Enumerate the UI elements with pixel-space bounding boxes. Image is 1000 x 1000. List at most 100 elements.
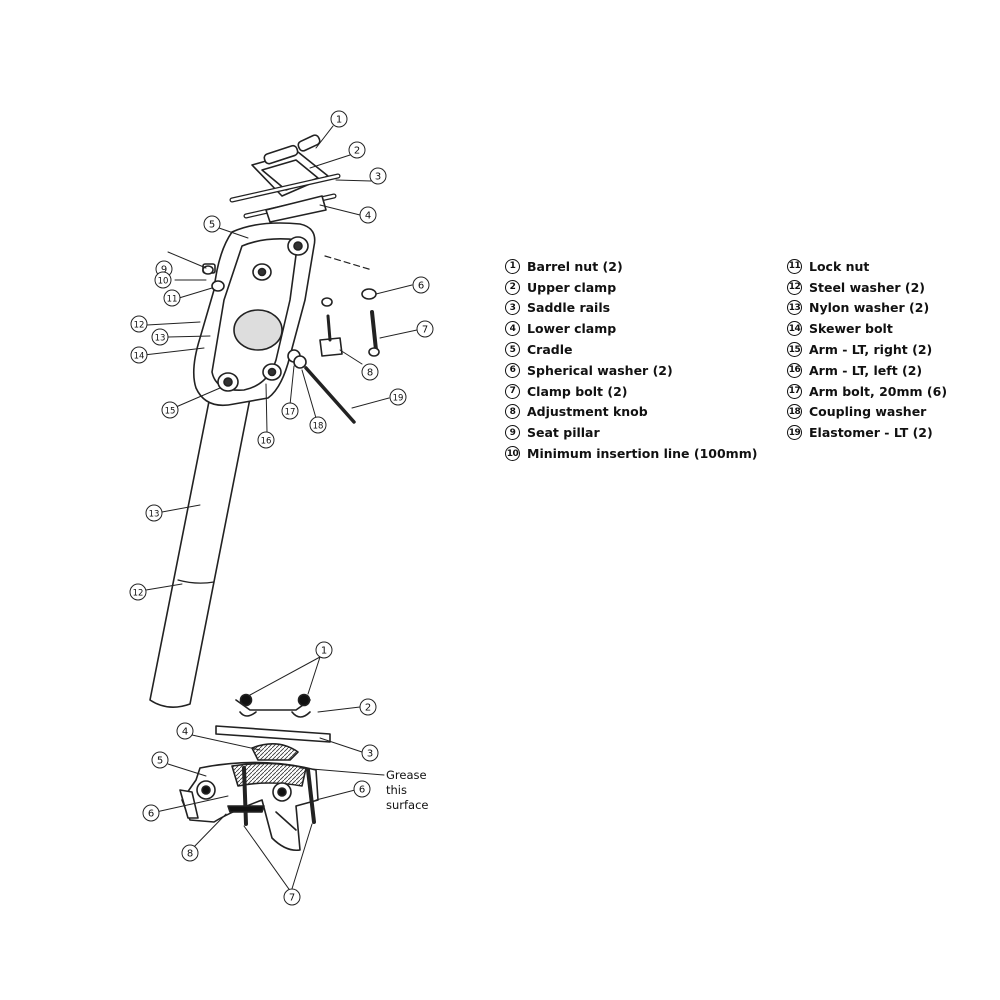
legend-label: Lock nut (809, 258, 870, 274)
callout-number: 7 (289, 893, 295, 904)
callout-circle (151, 751, 169, 769)
cradle-drawing (192, 222, 316, 407)
legend-number: 12 (787, 279, 802, 295)
legend-label: Arm - LT, left (2) (809, 362, 923, 378)
callout-number: 6 (148, 809, 154, 820)
legend-label: Spherical washer (2) (527, 362, 673, 378)
callout-circle (151, 328, 169, 346)
legend-item: 18 Coupling washer (787, 402, 947, 423)
legend-label: Seat pillar (527, 425, 600, 441)
callout-number: 13 (155, 334, 166, 344)
callout-number: 5 (157, 756, 163, 767)
legend-item: 9 Seat pillar (505, 422, 757, 443)
callout-circle (181, 844, 199, 862)
legend-item: 16 Arm - LT, left (2) (787, 360, 947, 381)
callout-circle (309, 416, 327, 434)
legend-item: 12 Steel washer (2) (787, 277, 947, 298)
legend-label: Cradle (527, 342, 573, 358)
leader-lines-top (143, 125, 418, 591)
callout-number: 12 (134, 321, 145, 331)
legend-item: 6 Spherical washer (2) (505, 360, 757, 381)
legend-number: 10 (505, 446, 520, 462)
legend-number: 19 (787, 425, 802, 441)
callout-circle (130, 346, 148, 364)
callout-circle (412, 276, 430, 294)
callout-circle (161, 401, 179, 419)
callout-circle (361, 363, 379, 381)
legend-number: 3 (505, 300, 520, 316)
callout-number: 6 (359, 785, 365, 796)
legend-label: Barrel nut (2) (527, 258, 623, 274)
callout-circle (203, 215, 221, 233)
callout-number: 18 (313, 422, 324, 432)
grease-note: Grease this surface (386, 768, 446, 813)
callout-number: 3 (375, 172, 381, 183)
callout-number: 14 (134, 352, 145, 362)
callout-circle (257, 431, 275, 449)
legend-number: 4 (505, 321, 520, 337)
legend-number: 9 (505, 425, 520, 441)
callout-circle (389, 388, 407, 406)
legend-label: Saddle rails (527, 300, 611, 316)
seat-pillar-drawing (149, 375, 255, 708)
legend-label: Steel washer (2) (809, 279, 926, 295)
callout-number: 1 (321, 646, 327, 657)
callout-circle (330, 110, 348, 128)
callout-circle (163, 289, 181, 307)
legend-label: Arm - LT, right (2) (809, 342, 933, 358)
callout-number: 13 (149, 510, 160, 520)
callout-number: 12 (133, 589, 144, 599)
callout-number: 17 (285, 408, 296, 418)
callout-number: 16 (261, 437, 272, 447)
callout-circle (145, 504, 163, 522)
legend-label: Upper clamp (527, 279, 617, 295)
callout-circle (315, 641, 333, 659)
legend-number: 17 (787, 383, 802, 399)
legend-item: 8 Adjustment knob (505, 402, 757, 423)
callout-number: 2 (365, 703, 371, 714)
legend-number: 5 (505, 342, 520, 358)
legend-label: Coupling washer (809, 404, 927, 420)
legend-label: Nylon washer (2) (809, 300, 930, 316)
grease-note-line: Grease (386, 768, 427, 782)
callout-number: 8 (187, 849, 193, 860)
legend-number: 18 (787, 404, 802, 420)
legend-label: Adjustment knob (527, 404, 648, 420)
grease-note-line: this (386, 783, 407, 797)
callout-number: 4 (182, 727, 188, 738)
legend-number: 6 (505, 362, 520, 378)
legend-label: Skewer bolt (809, 321, 893, 337)
legend-item: 5 Cradle (505, 339, 757, 360)
clamp-stack-drawing (229, 134, 341, 223)
legend-number: 7 (505, 383, 520, 399)
callout-circle (361, 744, 379, 762)
callout-circle (281, 402, 299, 420)
legend-number: 8 (505, 404, 520, 420)
callout-circle (154, 271, 172, 289)
legend-label: Clamp bolt (2) (527, 383, 628, 399)
legend-number: 14 (787, 321, 802, 337)
callout-circle (142, 804, 160, 822)
legend-label: Lower clamp (527, 321, 617, 337)
callout-number: 2 (354, 146, 360, 157)
callout-number: 10 (158, 277, 169, 287)
legend-item: 4 Lower clamp (505, 318, 757, 339)
callout-number: 9 (161, 265, 167, 276)
legend-number: 16 (787, 362, 802, 378)
legend-item: 13 Nylon washer (2) (787, 298, 947, 319)
legend-item: 7 Clamp bolt (2) (505, 381, 757, 402)
callout-circle (130, 315, 148, 333)
callout-number: 5 (209, 220, 215, 231)
callout-circle (353, 780, 371, 798)
legend-number: 13 (787, 300, 802, 316)
callout-circle (176, 722, 194, 740)
